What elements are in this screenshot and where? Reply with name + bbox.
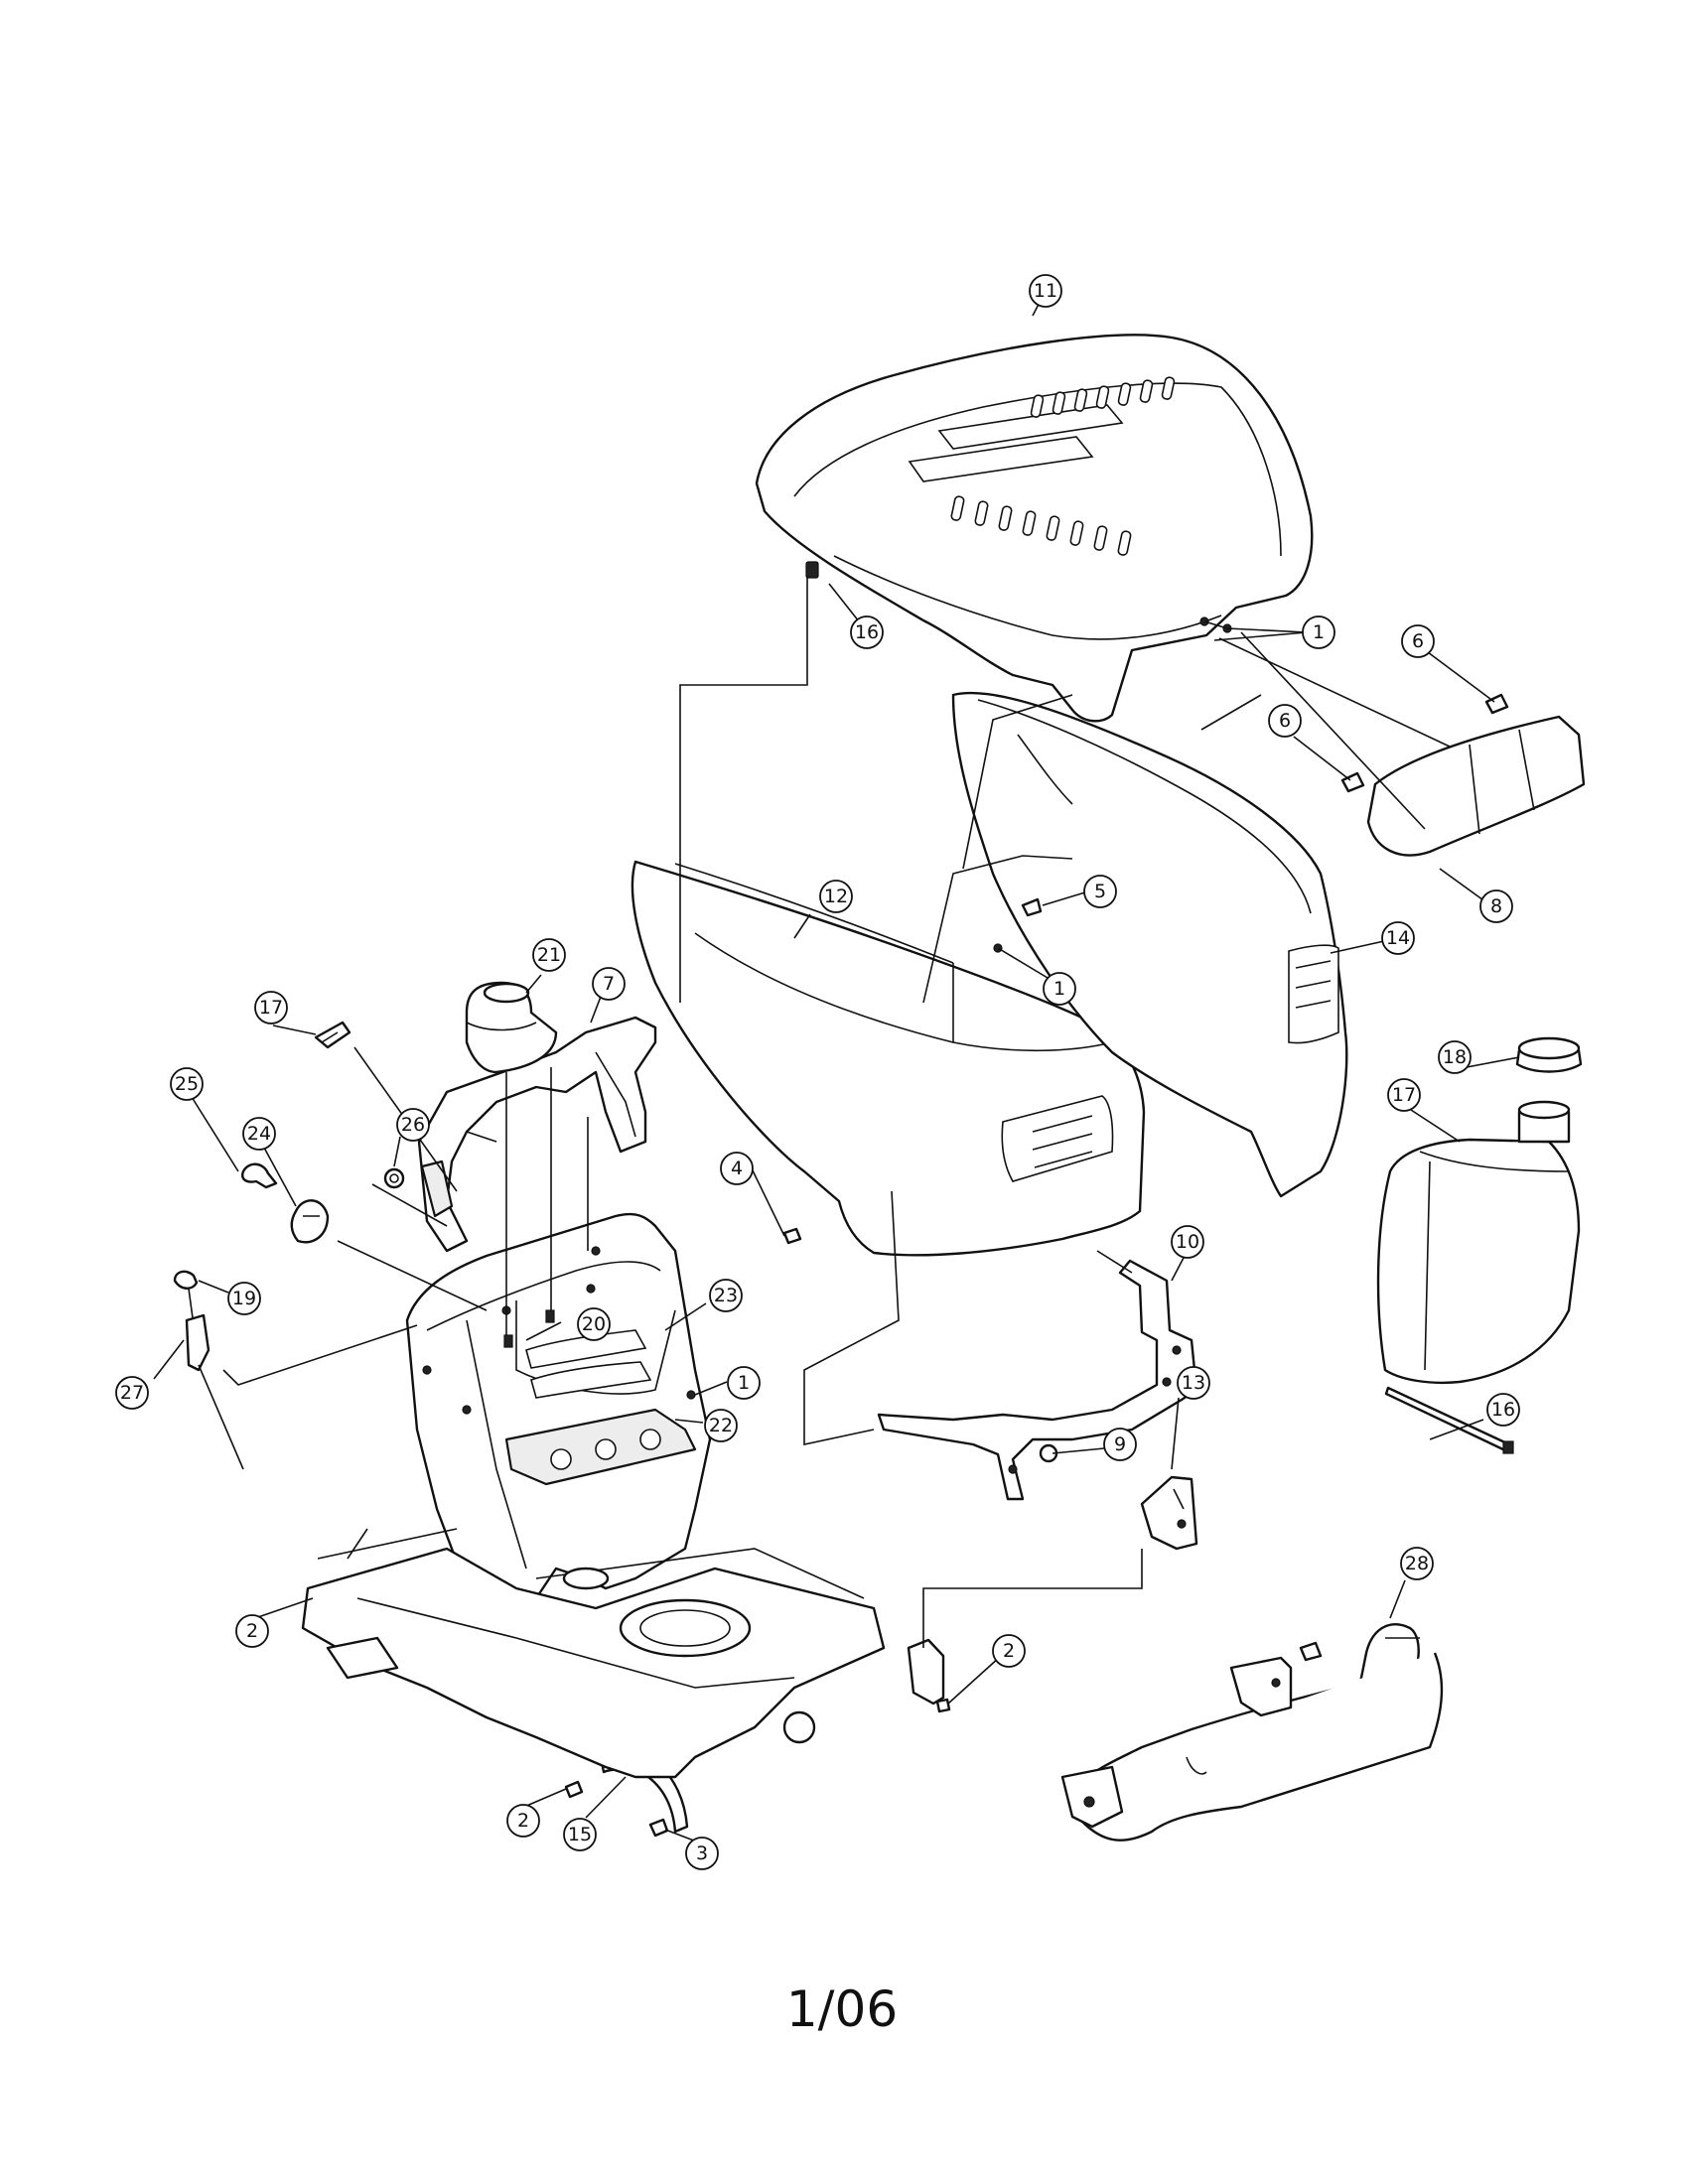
svg-text:3: 3 [696,1843,708,1864]
svg-text:16: 16 [855,621,879,643]
callout-17: 17 [1387,1078,1421,1112]
chassis-frame-part [301,1528,886,1779]
svg-text:22: 22 [709,1415,733,1436]
svg-text:28: 28 [1405,1553,1429,1574]
svg-text:27: 27 [120,1382,144,1404]
callout-28: 28 [1400,1547,1434,1580]
callout-20: 20 [577,1307,611,1341]
callout-1: 1 [1302,615,1335,649]
svg-text:17: 17 [1392,1084,1416,1106]
callout-27: 27 [115,1376,149,1410]
page-code: 1/06 [785,1980,899,2038]
callout-bubbles: 11 16 1 6 6 8 12 5 1 14 21 7 17 26 25 24… [115,274,1520,1870]
svg-text:16: 16 [1491,1399,1515,1421]
callout-2: 2 [992,1634,1026,1668]
callout-13: 13 [1177,1366,1210,1400]
callout-9: 9 [1103,1428,1137,1461]
svg-text:15: 15 [568,1824,592,1845]
callout-6: 6 [1268,704,1302,738]
fuel-tank-part [1376,1100,1581,1385]
svg-text:9: 9 [1114,1433,1126,1455]
svg-text:25: 25 [175,1073,199,1095]
svg-text:19: 19 [232,1288,256,1309]
callout-17: 17 [254,991,288,1024]
svg-text:2: 2 [1003,1640,1015,1662]
callout-8: 8 [1479,889,1513,923]
callout-2: 2 [235,1614,269,1648]
callout-24: 24 [242,1117,276,1151]
svg-text:13: 13 [1182,1372,1205,1394]
svg-text:23: 23 [714,1285,738,1306]
svg-text:1: 1 [1053,978,1065,1000]
callout-3: 3 [685,1837,719,1870]
svg-text:5: 5 [1094,881,1106,902]
callout-18: 18 [1438,1040,1472,1074]
callout-10: 10 [1171,1225,1204,1259]
callout-1: 1 [1043,972,1076,1006]
headlight-lens-part [1366,715,1586,857]
svg-text:2: 2 [246,1620,258,1642]
callout-22: 22 [704,1409,738,1442]
svg-text:1: 1 [738,1372,750,1394]
hood-vent-slots [950,376,1176,556]
steering-boot-part [465,981,558,1074]
svg-text:14: 14 [1386,927,1410,949]
side-panel-part [951,691,1348,1198]
callout-23: 23 [709,1279,743,1312]
svg-text:11: 11 [1034,280,1057,302]
callout-12: 12 [819,880,853,913]
svg-text:18: 18 [1443,1046,1467,1068]
svg-text:26: 26 [401,1114,425,1136]
svg-text:10: 10 [1176,1231,1199,1253]
callout-4: 4 [720,1152,754,1185]
svg-text:4: 4 [731,1158,743,1179]
grille-part [631,860,1146,1257]
callout-16: 16 [850,615,884,649]
svg-text:6: 6 [1412,630,1424,652]
callout-26: 26 [396,1108,430,1142]
callout-15: 15 [563,1818,597,1851]
svg-text:6: 6 [1279,710,1291,732]
lower-bracket-part [907,1638,945,1706]
callout-5: 5 [1083,875,1117,908]
svg-text:1: 1 [1313,621,1325,643]
svg-text:21: 21 [537,944,561,966]
callout-7: 7 [592,967,626,1001]
fuel-cap-part [1515,1036,1583,1073]
bumper-part [1060,1623,1444,1842]
callout-11: 11 [1029,274,1062,308]
callout-16: 16 [1486,1393,1520,1427]
svg-text:8: 8 [1490,895,1502,917]
callout-1: 1 [727,1366,761,1400]
svg-text:12: 12 [824,886,848,907]
svg-text:20: 20 [582,1313,606,1335]
svg-text:2: 2 [517,1810,529,1832]
svg-text:7: 7 [603,973,615,995]
svg-text:24: 24 [247,1123,271,1145]
callout-21: 21 [532,938,566,972]
callout-19: 19 [227,1282,261,1315]
hood-part [755,334,1314,723]
callout-6: 6 [1401,624,1435,658]
callout-25: 25 [170,1067,204,1101]
latch-bracket-part [1140,1475,1198,1551]
svg-text:17: 17 [259,997,283,1019]
hood-bracket-part [877,1259,1198,1501]
callout-2: 2 [506,1804,540,1838]
callout-14: 14 [1381,921,1415,955]
dash-tower-part [405,1212,712,1655]
